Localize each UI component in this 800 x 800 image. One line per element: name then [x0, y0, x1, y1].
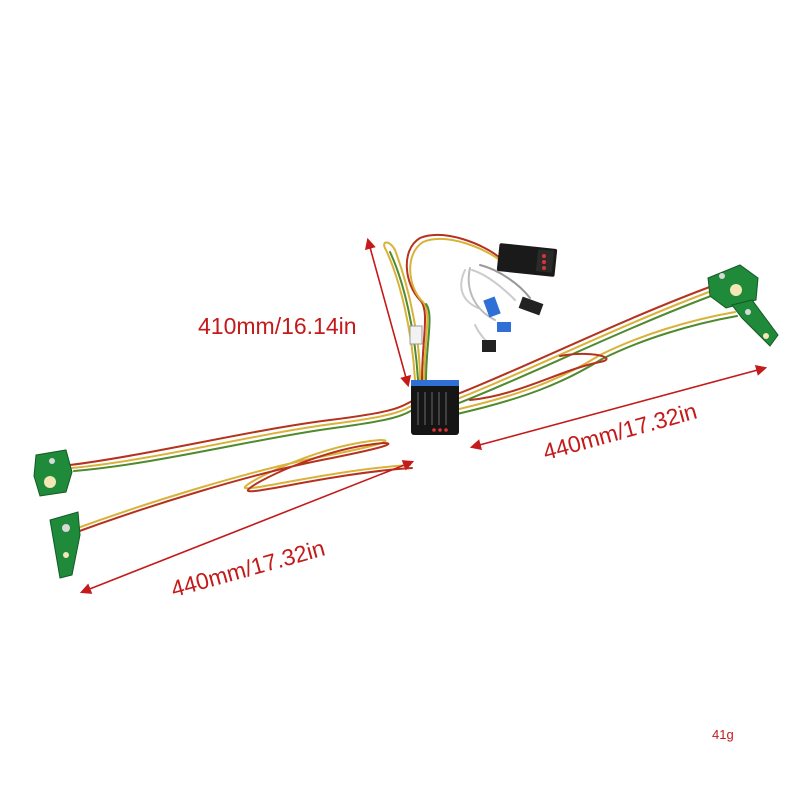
- led-pcb-left-lower: [49, 511, 81, 579]
- led-pcb-right-upper: [707, 264, 759, 309]
- connector-blue-2: [497, 322, 511, 332]
- dimension-arrow-vertical: [364, 237, 412, 388]
- led-pcb-right-lower: [731, 299, 779, 347]
- led-pcb-icon: [33, 449, 73, 497]
- wire-left-lower: [71, 438, 413, 534]
- dimension-arrow-right: [469, 364, 768, 451]
- weight-label: 41g: [712, 727, 734, 742]
- servo-connector-icon: [496, 243, 558, 277]
- dimension-label-vertical: 410mm/16.14in: [198, 313, 357, 339]
- control-module-icon: [411, 380, 459, 435]
- connector-black-1: [518, 296, 544, 316]
- connector-blue-1: [483, 296, 501, 318]
- dimension-arrow-left: [79, 460, 415, 594]
- inline-connector: [409, 325, 423, 345]
- wire-left-upper: [69, 399, 418, 472]
- connector-black-2: [482, 340, 496, 352]
